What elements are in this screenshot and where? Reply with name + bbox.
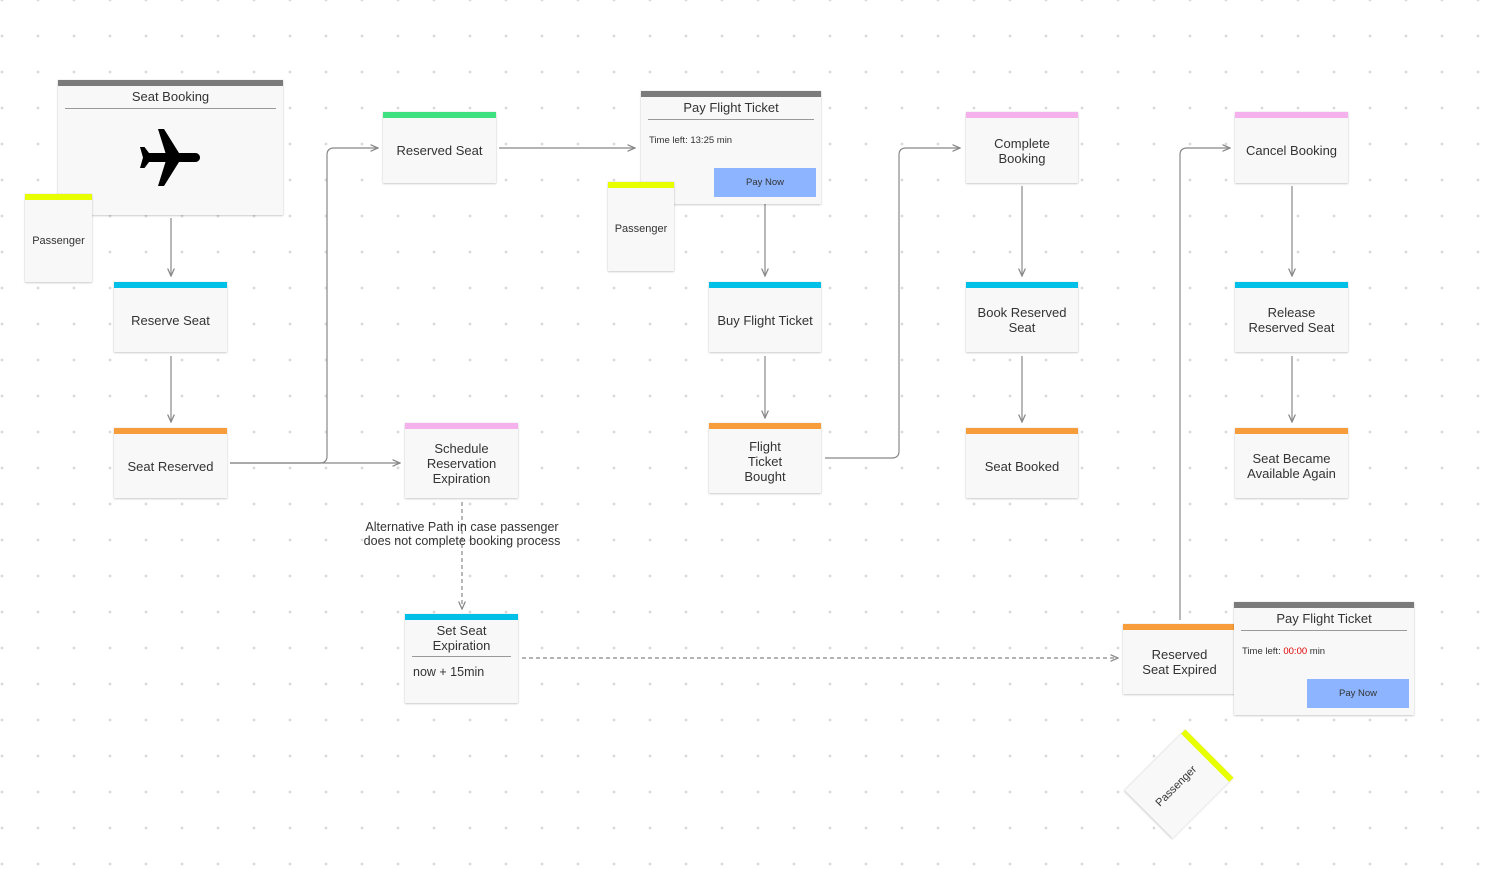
readmodel-reserved-seat[interactable]: Reserved Seat xyxy=(383,112,496,183)
annotation-line-2: does not complete booking process xyxy=(363,534,561,548)
seat-booked-label: Seat Booked xyxy=(984,458,1060,474)
pay-card-expired-title: Pay Flight Ticket xyxy=(1276,611,1372,626)
event-seat-booked[interactable]: Seat Booked xyxy=(966,428,1078,498)
pay-card-divider xyxy=(648,119,814,120)
set-seat-expiration-label: Set Seat Expiration xyxy=(432,623,491,653)
expired-time-unit: min xyxy=(1309,646,1326,657)
annotation-line-1: Alternative Path in case passenger xyxy=(365,520,559,534)
command-release-reserved-seat[interactable]: Release Reserved Seat xyxy=(1235,282,1348,352)
passenger-label-2: Passenger xyxy=(614,223,668,235)
event-seat-reserved[interactable]: Seat Reserved xyxy=(114,428,227,498)
pay-now-button-expired[interactable]: Pay Now xyxy=(1307,679,1409,708)
airplane-icon xyxy=(140,129,200,186)
set-seat-expiration-divider xyxy=(412,656,511,657)
cancel-booking-label: Cancel Booking xyxy=(1245,143,1338,158)
event-seat-available-again[interactable]: Seat Became Available Again xyxy=(1235,428,1348,498)
buy-flight-ticket-label: Buy Flight Ticket xyxy=(717,312,813,328)
command-reserve-seat[interactable]: Reserve Seat xyxy=(114,282,227,352)
connector-bought-to-complete xyxy=(825,148,960,459)
flight-ticket-bought-label: Flight Ticket Bought xyxy=(744,438,786,484)
pay-flight-ticket-card-expired: Pay Flight Ticket Time left: 00:00 min P… xyxy=(1234,602,1414,715)
set-seat-expiration-value: now + 15min xyxy=(413,665,485,679)
event-flight-ticket-bought[interactable]: Flight Ticket Bought xyxy=(709,423,821,493)
complete-booking-label: Complete Booking xyxy=(994,135,1050,166)
passenger-actor-2: Passenger xyxy=(608,182,674,271)
time-left-prefix: Time left: xyxy=(649,135,688,146)
passenger-label-3: Passenger xyxy=(1153,762,1200,809)
alternative-path-annotation: Alternative Path in case passenger does … xyxy=(340,520,584,548)
passenger-label: Passenger xyxy=(32,234,85,247)
connector-expired-to-cancel xyxy=(1179,148,1230,620)
pay-card-expired-divider xyxy=(1241,630,1407,631)
command-book-reserved-seat[interactable]: Book Reserved Seat xyxy=(966,282,1078,352)
seat-booking-title: Seat Booking xyxy=(131,89,210,104)
reserved-seat-label: Reserved Seat xyxy=(396,143,483,158)
seat-reserved-label: Seat Reserved xyxy=(127,458,214,474)
pay-card-title: Pay Flight Ticket xyxy=(683,100,779,115)
expired-time-prefix: Time left: xyxy=(1242,646,1281,657)
policy-schedule-expiration[interactable]: Schedule Reservation Expiration xyxy=(405,423,518,498)
time-left-unit: min xyxy=(716,135,733,146)
reserve-seat-label: Reserve Seat xyxy=(131,312,210,328)
seat-booking-divider xyxy=(65,108,276,109)
policy-cancel-booking[interactable]: Cancel Booking xyxy=(1235,112,1348,183)
command-buy-flight-ticket[interactable]: Buy Flight Ticket xyxy=(709,282,821,352)
release-reserved-seat-label: Release Reserved Seat xyxy=(1248,305,1335,335)
pay-card-expired-time: Time left: 00:00 min xyxy=(1242,646,1325,657)
pay-now-button[interactable]: Pay Now xyxy=(714,168,816,197)
pay-card-time: Time left: 13:25 min xyxy=(649,135,732,146)
expired-time-value: 00:00 xyxy=(1283,646,1308,657)
book-reserved-seat-label: Book Reserved Seat xyxy=(977,305,1067,335)
seat-available-again-label: Seat Became Available Again xyxy=(1247,451,1336,481)
event-reserved-seat-expired[interactable]: Reserved Seat Expired xyxy=(1123,624,1236,694)
time-left-value: 13:25 xyxy=(690,135,715,146)
passenger-actor-3: Passenger xyxy=(1124,729,1234,839)
passenger-actor-1: Passenger xyxy=(25,194,92,282)
reserved-seat-expired-label: Reserved Seat Expired xyxy=(1142,647,1217,677)
schedule-expiration-label: Schedule Reservation Expiration xyxy=(426,441,497,486)
policy-complete-booking[interactable]: Complete Booking xyxy=(966,112,1078,183)
command-set-seat-expiration[interactable]: Set Seat Expiration now + 15min xyxy=(405,614,518,703)
